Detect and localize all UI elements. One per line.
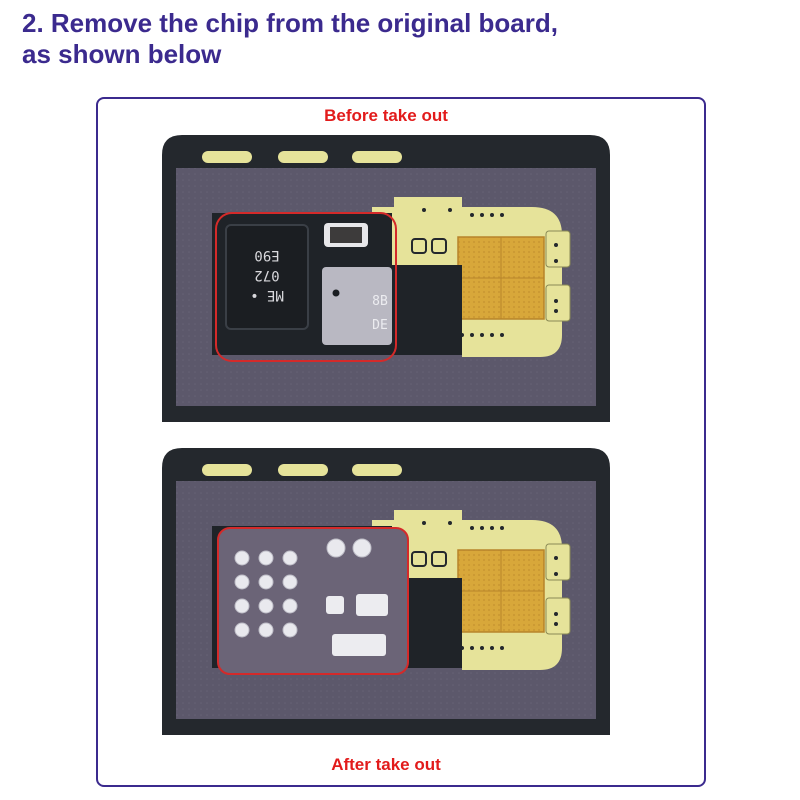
main-chip (225, 224, 309, 330)
top-contact (278, 151, 328, 163)
title-line-2: as shown below (22, 39, 222, 69)
solder-balls (234, 538, 372, 638)
highlight-frame (215, 212, 397, 362)
svg-text:DE: DE (372, 318, 388, 333)
board-after (162, 448, 610, 735)
pad-wide (332, 634, 386, 656)
top-contact (202, 151, 252, 163)
pad-medium (356, 594, 388, 616)
before-caption: Before take out (324, 106, 448, 125)
svg-text:E90: E90 (254, 247, 279, 263)
board-before: ME ∙ 072 E90 8B DE (162, 135, 610, 422)
top-contact (352, 151, 402, 163)
svg-text:8B: 8B (372, 294, 388, 309)
pad-small (326, 596, 344, 614)
page-title: 2. Remove the chip from the original boa… (22, 8, 782, 70)
svg-text:ME ∙: ME ∙ (250, 287, 284, 303)
title-line-1: 2. Remove the chip from the original boa… (22, 8, 558, 38)
small-chip (322, 267, 392, 345)
svg-text:072: 072 (254, 267, 279, 283)
after-caption: After take out (331, 755, 441, 774)
